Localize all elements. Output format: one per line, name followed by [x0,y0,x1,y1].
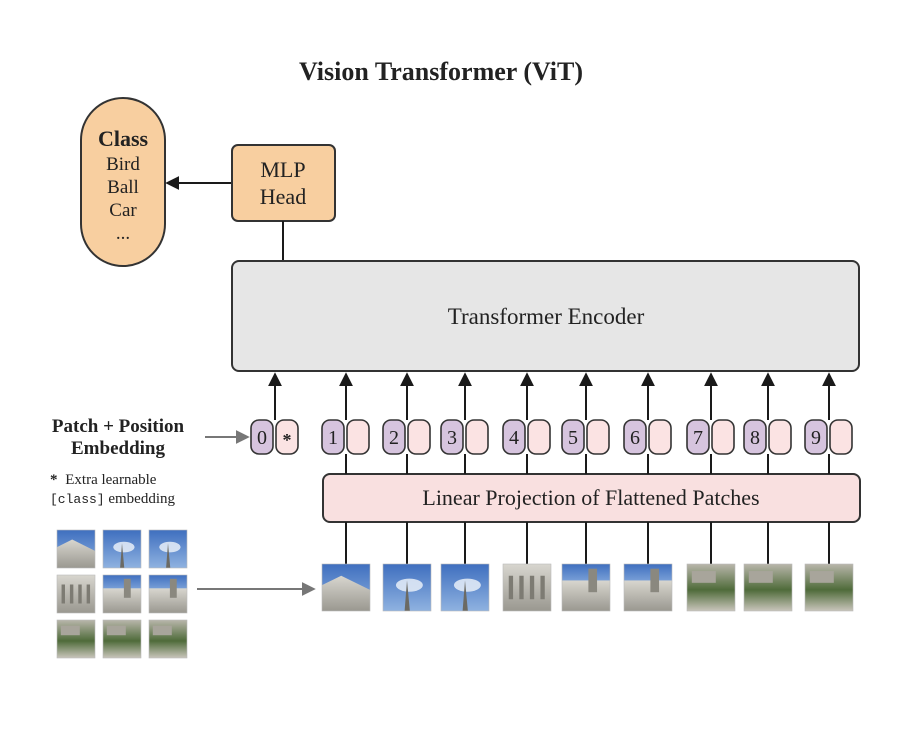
patch-embedding [711,419,735,455]
patch-embedding [465,419,489,455]
position-index: 8 [750,427,760,449]
grid-patch [148,619,188,659]
patch-image [686,563,736,612]
position-embedding [440,419,464,455]
footnote-line2: [class] embedding [50,491,176,507]
transformer-encoder-label: Transformer Encoder [448,304,645,329]
class-item: ... [116,223,130,244]
position-embedding [623,419,647,455]
position-index: 9 [811,427,821,449]
patch-embedding [829,419,853,455]
position-embedding [804,419,828,455]
class-item: Car [109,200,137,221]
token-4: 4 [502,372,552,612]
token-2: 2 [382,372,432,612]
patch-image [382,563,432,612]
patch-embedding [768,419,792,455]
grid-patch [102,529,142,569]
patch-image [321,563,371,612]
position-index: 4 [509,427,519,449]
token-5: 5 [561,372,611,612]
position-index: 3 [447,427,457,449]
diagram-title: Vision Transformer (ViT) [299,57,583,86]
position-index: 6 [630,427,640,449]
token-1: 1 [321,372,371,612]
patch-image [502,563,552,612]
token-0: 0* [250,372,299,455]
token-9: 9 [804,372,854,612]
patch-embedding [648,419,672,455]
class-heading: Class [98,126,149,151]
footnote-suffix: embedding [108,491,175,507]
token-3: 3 [440,372,490,612]
mlp-head-label: Head [260,184,306,209]
patch-embedding [586,419,610,455]
patch-image [561,563,611,612]
grid-patch [56,619,96,659]
position-embedding [686,419,710,455]
token-8: 8 [743,372,793,612]
patch-image [743,563,793,612]
grid-patch [102,619,142,659]
position-index: 0 [257,427,267,449]
grid-patch [148,529,188,569]
linear-projection-label: Linear Projection of Flattened Patches [422,485,759,510]
class-token-embedding [275,419,299,455]
token-6: 6 [623,372,673,612]
footnote-code: [class] [50,492,105,507]
grid-patch [148,574,188,614]
grid-patch [56,529,96,569]
position-embedding [321,419,345,455]
embedding-label: Patch + Position [52,416,185,437]
patch-embedding [527,419,551,455]
mlp-head-label: MLP [260,157,305,182]
position-embedding [502,419,526,455]
footnote-line1: * Extra learnable [50,472,157,488]
class-item: Ball [107,177,139,198]
position-embedding [743,419,767,455]
class-token-mark: * [283,430,292,450]
patch-image [440,563,490,612]
source-image-grid [56,529,188,659]
grid-patch [56,574,96,614]
position-embedding [561,419,585,455]
position-embedding [250,419,274,455]
transformer-encoder-box [231,260,860,372]
linear-projection-box [322,473,861,523]
position-index: 1 [328,427,338,449]
footnote-text: Extra learnable [65,472,157,488]
patch-embedding [346,419,370,455]
position-index: 5 [568,427,578,449]
position-index: 7 [693,427,703,449]
patch-image [804,563,854,612]
position-index: 2 [389,427,399,449]
class-item: Bird [106,154,140,175]
patch-embedding [407,419,431,455]
footnote-star: * [50,472,58,488]
position-embedding [382,419,406,455]
class-box [80,97,166,267]
patch-image [623,563,673,612]
grid-patch [102,574,142,614]
token-7: 7 [686,372,736,612]
embedding-label: Embedding [71,438,165,459]
